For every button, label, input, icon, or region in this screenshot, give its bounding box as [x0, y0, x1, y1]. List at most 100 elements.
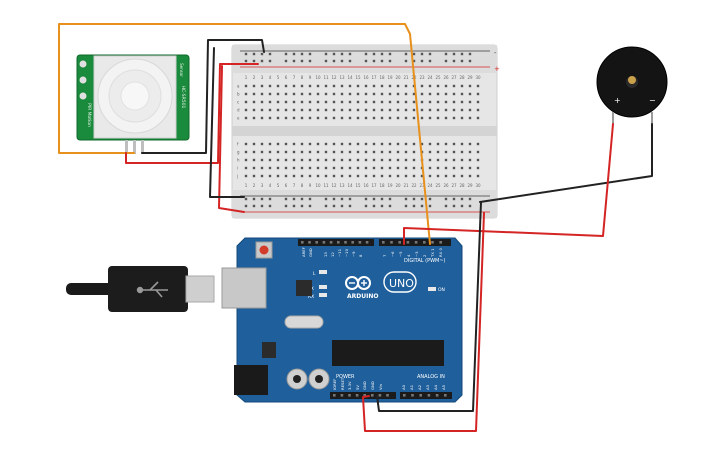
- header-pin[interactable]: [351, 241, 354, 244]
- terminal-hole[interactable]: [388, 142, 392, 146]
- terminal-hole[interactable]: [476, 116, 480, 120]
- terminal-hole[interactable]: [340, 158, 344, 162]
- pir-pin-gnd[interactable]: [141, 140, 144, 154]
- rail-hole[interactable]: [308, 197, 312, 201]
- terminal-hole[interactable]: [260, 166, 264, 170]
- terminal-hole[interactable]: [468, 84, 472, 88]
- terminal-hole[interactable]: [396, 166, 400, 170]
- rail-hole[interactable]: [284, 59, 288, 63]
- rail-hole[interactable]: [372, 52, 376, 56]
- terminal-hole[interactable]: [284, 116, 288, 120]
- terminal-hole[interactable]: [476, 158, 480, 162]
- terminal-hole[interactable]: [444, 100, 448, 104]
- terminal-hole[interactable]: [356, 166, 360, 170]
- header-pin[interactable]: [435, 394, 439, 397]
- terminal-hole[interactable]: [356, 150, 360, 154]
- terminal-hole[interactable]: [252, 142, 256, 146]
- rail-hole[interactable]: [444, 197, 448, 201]
- terminal-hole[interactable]: [316, 158, 320, 162]
- terminal-hole[interactable]: [420, 100, 424, 104]
- terminal-hole[interactable]: [276, 84, 280, 88]
- terminal-hole[interactable]: [292, 116, 296, 120]
- terminal-hole[interactable]: [268, 108, 272, 112]
- terminal-hole[interactable]: [364, 158, 368, 162]
- terminal-hole[interactable]: [396, 174, 400, 178]
- terminal-hole[interactable]: [308, 166, 312, 170]
- terminal-hole[interactable]: [332, 84, 336, 88]
- terminal-hole[interactable]: [252, 92, 256, 96]
- rail-hole[interactable]: [260, 52, 264, 56]
- terminal-hole[interactable]: [356, 174, 360, 178]
- terminal-hole[interactable]: [444, 108, 448, 112]
- terminal-hole[interactable]: [316, 174, 320, 178]
- rail-hole[interactable]: [364, 59, 368, 63]
- terminal-hole[interactable]: [444, 150, 448, 154]
- terminal-hole[interactable]: [268, 100, 272, 104]
- rail-hole[interactable]: [452, 59, 456, 63]
- header-pin[interactable]: [378, 394, 382, 397]
- rail-hole[interactable]: [372, 197, 376, 201]
- rail-hole[interactable]: [292, 52, 296, 56]
- terminal-hole[interactable]: [404, 174, 408, 178]
- terminal-hole[interactable]: [276, 166, 280, 170]
- header-pin[interactable]: [371, 394, 374, 397]
- rail-hole[interactable]: [268, 59, 272, 63]
- terminal-hole[interactable]: [292, 108, 296, 112]
- rail-hole[interactable]: [284, 52, 288, 56]
- terminal-hole[interactable]: [436, 108, 440, 112]
- terminal-hole[interactable]: [268, 166, 272, 170]
- terminal-hole[interactable]: [340, 174, 344, 178]
- terminal-hole[interactable]: [260, 150, 264, 154]
- terminal-hole[interactable]: [468, 116, 472, 120]
- rail-hole[interactable]: [380, 204, 384, 208]
- terminal-hole[interactable]: [252, 116, 256, 120]
- header-pin[interactable]: [348, 394, 351, 397]
- breadboard-holes[interactable]: [244, 52, 480, 208]
- terminal-hole[interactable]: [308, 108, 312, 112]
- terminal-hole[interactable]: [284, 142, 288, 146]
- terminal-hole[interactable]: [388, 150, 392, 154]
- terminal-hole[interactable]: [300, 100, 304, 104]
- terminal-hole[interactable]: [372, 92, 376, 96]
- terminal-hole[interactable]: [332, 108, 336, 112]
- terminal-hole[interactable]: [292, 100, 296, 104]
- terminal-hole[interactable]: [244, 158, 248, 162]
- terminal-hole[interactable]: [308, 142, 312, 146]
- terminal-hole[interactable]: [476, 100, 480, 104]
- header-pin[interactable]: [398, 241, 401, 244]
- wire-red-buzzer[interactable]: [403, 123, 614, 245]
- rail-hole[interactable]: [340, 52, 344, 56]
- terminal-hole[interactable]: [436, 166, 440, 170]
- terminal-hole[interactable]: [268, 92, 272, 96]
- terminal-hole[interactable]: [316, 108, 320, 112]
- terminal-hole[interactable]: [460, 166, 464, 170]
- rail-hole[interactable]: [468, 197, 472, 201]
- terminal-hole[interactable]: [444, 92, 448, 96]
- rail-hole[interactable]: [340, 59, 344, 63]
- terminal-hole[interactable]: [452, 142, 456, 146]
- rail-hole[interactable]: [412, 204, 416, 208]
- terminal-hole[interactable]: [404, 108, 408, 112]
- terminal-hole[interactable]: [300, 166, 304, 170]
- wire-orange-signal[interactable]: [58, 23, 431, 245]
- terminal-hole[interactable]: [380, 108, 384, 112]
- terminal-hole[interactable]: [348, 174, 352, 178]
- rail-hole[interactable]: [348, 204, 352, 208]
- rail-hole[interactable]: [340, 197, 344, 201]
- terminal-hole[interactable]: [476, 142, 480, 146]
- terminal-hole[interactable]: [428, 166, 432, 170]
- terminal-hole[interactable]: [404, 84, 408, 88]
- terminal-hole[interactable]: [284, 100, 288, 104]
- rail-hole[interactable]: [252, 197, 256, 201]
- terminal-hole[interactable]: [444, 84, 448, 88]
- terminal-hole[interactable]: [244, 92, 248, 96]
- terminal-hole[interactable]: [460, 116, 464, 120]
- terminal-hole[interactable]: [356, 116, 360, 120]
- rail-hole[interactable]: [324, 197, 328, 201]
- terminal-hole[interactable]: [324, 174, 328, 178]
- terminal-hole[interactable]: [252, 84, 256, 88]
- terminal-hole[interactable]: [244, 166, 248, 170]
- terminal-hole[interactable]: [364, 150, 368, 154]
- terminal-hole[interactable]: [396, 92, 400, 96]
- terminal-hole[interactable]: [244, 116, 248, 120]
